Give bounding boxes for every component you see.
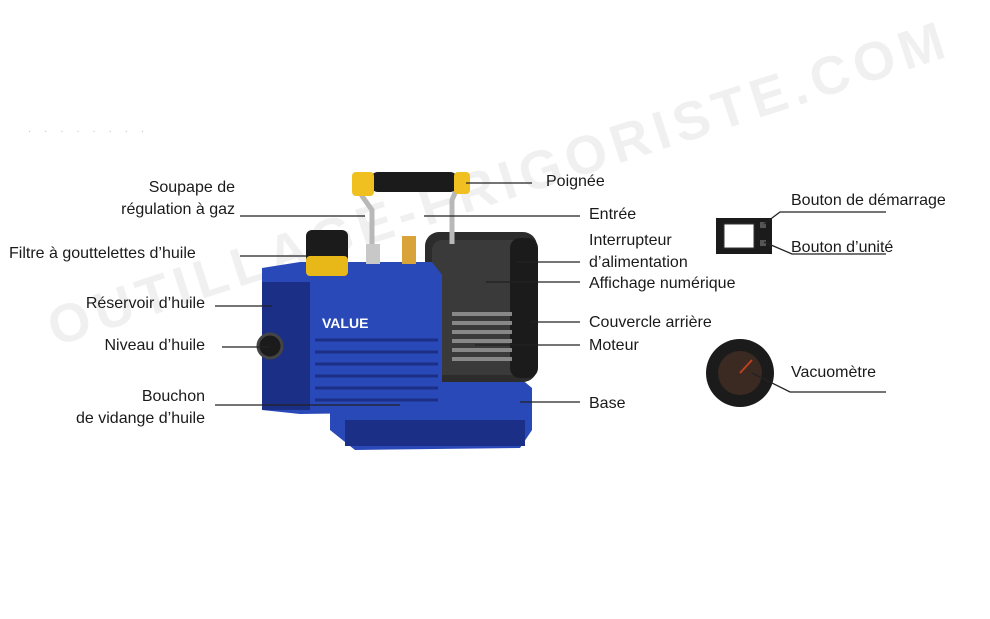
inlet-fitting: [402, 236, 416, 264]
label-bouchon-line2: de vidange d’huile: [76, 410, 205, 427]
handle-cap-left: [352, 172, 374, 196]
control-panel-screen: [723, 223, 755, 249]
label-reservoir: Réservoir d’huile: [85, 295, 205, 312]
label-vacuometre: Vacuomètre: [791, 364, 877, 381]
start-button-marker: [760, 222, 766, 228]
label-interrupteur-line2: d’alimentation: [589, 254, 688, 271]
label-poignee: Poignée: [546, 173, 605, 190]
label-interrupteur-line1: Interrupteur: [589, 232, 672, 249]
handle-cap-right: [454, 172, 470, 194]
label-filtre: Filtre à gouttelettes d’huile: [9, 245, 196, 262]
gas-ballast-valve: [366, 244, 380, 264]
label-affichage: Affichage numérique: [589, 275, 736, 292]
decorative-dots: · · · · · · · ·: [28, 126, 150, 137]
vacuum-gauge-needle: [739, 359, 753, 374]
base-foot: [345, 420, 525, 446]
label-soupape-line2: régulation à gaz: [121, 201, 235, 218]
rear-cover: [510, 238, 538, 378]
label-moteur: Moteur: [589, 337, 639, 354]
label-soupape-line1: Soupape de: [148, 179, 235, 196]
oil-level-sight: [256, 332, 284, 360]
motor-vents: [452, 312, 512, 361]
label-niveau: Niveau d’huile: [104, 337, 205, 354]
handle-grip: [370, 172, 458, 192]
unit-button-marker: [760, 240, 766, 246]
label-base: Base: [589, 395, 626, 412]
label-entree: Entrée: [589, 206, 637, 223]
brand-logo: VALUE: [322, 315, 368, 331]
label-bouchon-line1: Bouchon: [141, 388, 205, 405]
leader-lines: [215, 182, 886, 406]
label-bouton-unite: Bouton d’unité: [791, 239, 894, 256]
filter-yellow-band: [306, 256, 348, 276]
label-couvercle: Couvercle arrière: [589, 314, 712, 331]
reservoir-ribs: [315, 338, 438, 402]
label-bouton-demarrage: Bouton de démarrage: [791, 192, 946, 209]
